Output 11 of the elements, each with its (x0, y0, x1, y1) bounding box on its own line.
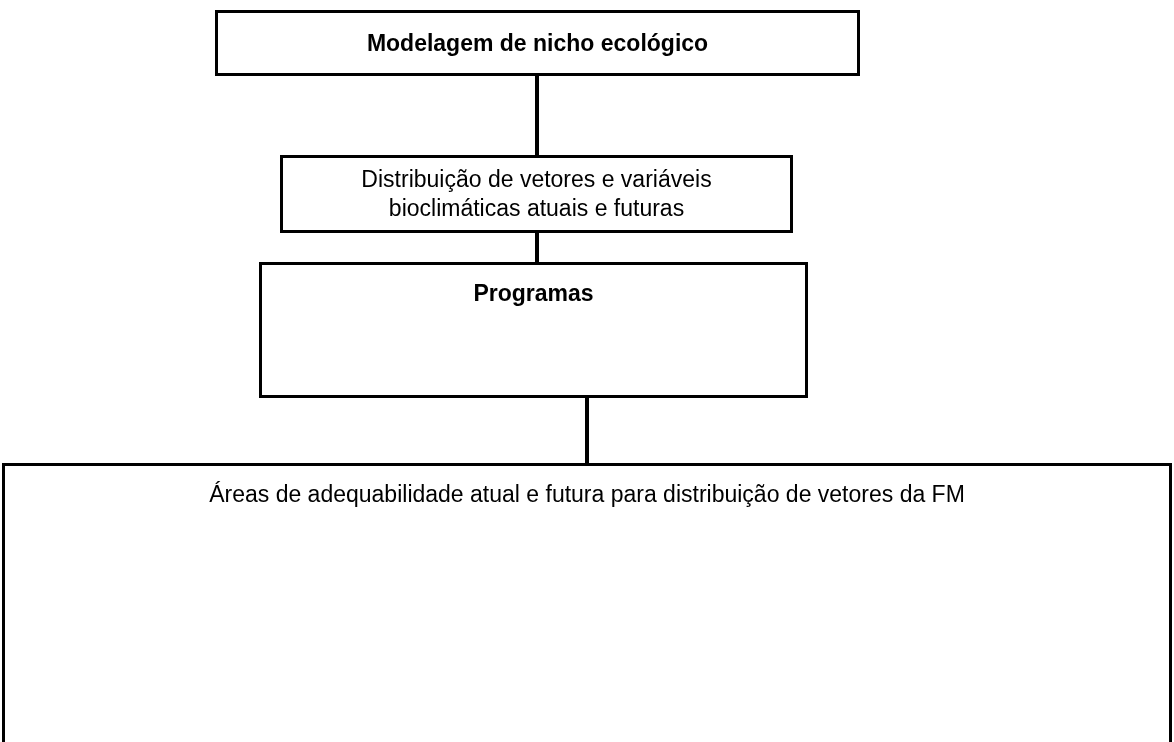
connector-line (535, 233, 539, 262)
box-text: Modelagem de nicho ecológico (366, 28, 709, 58)
process-box (259, 262, 808, 398)
process-box (2, 463, 1172, 742)
box-text: Programas (473, 279, 594, 308)
process-box (280, 155, 793, 233)
box-text: Áreas de adequabilidade atual e futura para distribuição de vetores da FM (209, 480, 965, 509)
connector-line (535, 76, 539, 155)
process-box (215, 10, 860, 76)
box-text: Distribuição de vetores e variáveis bioclimáticas atuais e futuras (360, 165, 713, 223)
connector-line (585, 398, 589, 463)
